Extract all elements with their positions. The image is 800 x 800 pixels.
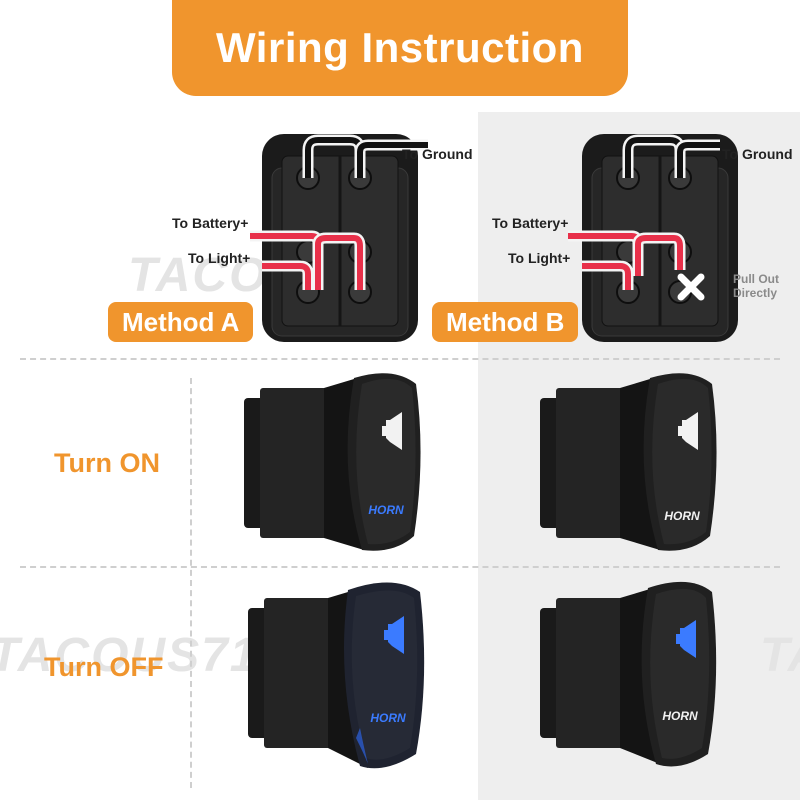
horn-icon-a-off — [384, 616, 404, 654]
remove-x-icon — [677, 273, 705, 301]
separator-middle — [20, 566, 780, 568]
horn-icon-b-off — [676, 620, 696, 658]
to-battery-label-a: To Battery+ — [172, 215, 249, 231]
horn-text-b-on: HORN — [664, 509, 700, 523]
title-banner: Wiring Instruction — [172, 0, 628, 96]
horn-text-b-off: HORN — [662, 709, 698, 723]
to-ground-label-b: To Ground — [722, 146, 793, 162]
to-battery-label-b: To Battery+ — [492, 215, 569, 231]
switch-b-on: HORN — [540, 373, 717, 551]
method-b-tag: Method B — [432, 302, 579, 342]
pull-out-note: Pull Out Directly — [733, 272, 779, 300]
horn-icon-a-on — [382, 412, 402, 450]
horn-icon-b-on — [678, 412, 698, 450]
horn-text-a-on: HORN — [368, 503, 404, 517]
separator-left — [190, 378, 192, 788]
turn-off-label: Turn OFF — [44, 652, 164, 682]
page-title: Wiring Instruction — [216, 24, 584, 71]
separator-top — [20, 358, 780, 360]
to-light-label-a: To Light+ — [188, 250, 251, 266]
turn-on-label: Turn ON — [54, 448, 160, 478]
pull-out-line1: Pull Out — [733, 272, 779, 286]
switch-a-off: HORN — [248, 582, 425, 769]
horn-text-a-off: HORN — [370, 711, 406, 725]
to-light-label-b: To Light+ — [508, 250, 571, 266]
pull-out-line2: Directly — [733, 286, 778, 300]
switch-b-off: HORN — [540, 581, 717, 767]
to-ground-label-a: To Ground — [402, 146, 473, 162]
switch-a-on: HORN — [244, 373, 421, 551]
method-a-tag: Method A — [108, 302, 254, 342]
